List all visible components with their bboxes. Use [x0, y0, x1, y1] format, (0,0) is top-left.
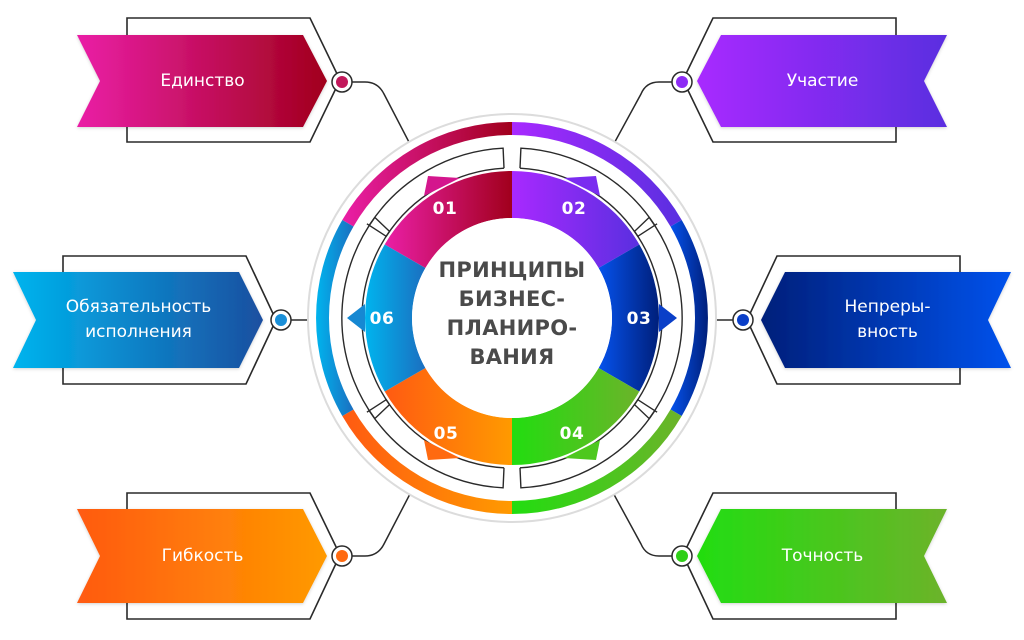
label-flexibility-text: Гибкость [161, 545, 244, 566]
label-obligation-line-1: Обязательность [65, 297, 212, 317]
dot-01 [336, 76, 348, 88]
connector-05 [352, 466, 425, 557]
notch-03 [659, 304, 677, 332]
center-title-line-4: ВАНИЯ [469, 345, 555, 369]
segment-01 [384, 171, 512, 268]
dot-02 [676, 76, 688, 88]
connector-lines [291, 81, 733, 557]
segment-number-05: 05 [433, 424, 459, 444]
label-continuity: Непреры- вность [785, 272, 990, 368]
dot-06 [275, 314, 287, 326]
segment-06 [365, 244, 426, 392]
notch-06 [347, 304, 365, 332]
label-accuracy: Точность [720, 509, 925, 603]
connector-dots [270, 71, 754, 567]
segment-02 [512, 171, 640, 268]
banner-06 [13, 272, 263, 368]
dot-04 [676, 550, 688, 562]
banner-02 [697, 35, 947, 127]
notch-01 [424, 176, 460, 196]
label-continuity-line-2: вность [857, 322, 918, 342]
outer-ring-01 [342, 122, 512, 227]
banner-03 [761, 272, 1011, 368]
segment-03 [598, 244, 659, 392]
segment-number-03: 03 [626, 309, 652, 329]
banner-05 [77, 509, 327, 603]
label-obligation-line-2: исполнения [85, 322, 192, 342]
outer-ring-06 [316, 220, 354, 416]
segment-05 [384, 368, 512, 465]
outer-ring-02 [512, 122, 682, 227]
label-participation-text: Участие [786, 70, 859, 91]
outer-ring-04 [512, 409, 682, 514]
outer-ring-03 [670, 220, 708, 416]
segment-number-06: 06 [369, 309, 395, 329]
label-obligation: Обязательность исполнения [36, 272, 241, 368]
center-title-line-2: БИЗНЕС- [458, 287, 566, 311]
outer-ring-05 [342, 409, 512, 514]
center-title-line-3: ПЛАНИРО- [446, 316, 578, 340]
dot-03 [737, 314, 749, 326]
center-circle [412, 218, 612, 418]
segment-number-01: 01 [432, 199, 458, 219]
connector-01 [352, 81, 425, 172]
wheel [307, 113, 717, 523]
segment-number-04: 04 [559, 424, 585, 444]
label-flexibility: Гибкость [100, 509, 305, 603]
dot-05 [336, 550, 348, 562]
label-unity-text: Единство [160, 70, 245, 91]
notch-02 [564, 176, 600, 196]
segment-04 [512, 368, 640, 465]
center-title-line-1: ПРИНЦИПЫ [438, 258, 586, 282]
notch-04 [564, 440, 600, 460]
connector-04 [598, 466, 672, 557]
center-title: ПРИНЦИПЫ БИЗНЕС- ПЛАНИРО- ВАНИЯ [412, 256, 612, 372]
label-participation: Участие [720, 35, 925, 127]
notch-05 [424, 440, 460, 460]
connector-02 [598, 81, 672, 172]
label-unity: Единство [100, 35, 305, 127]
banner-04 [697, 509, 947, 603]
label-continuity-line-1: Непреры- [844, 297, 931, 317]
segment-number-02: 02 [561, 199, 587, 219]
label-accuracy-text: Точность [781, 545, 864, 566]
banner-01 [77, 35, 327, 127]
